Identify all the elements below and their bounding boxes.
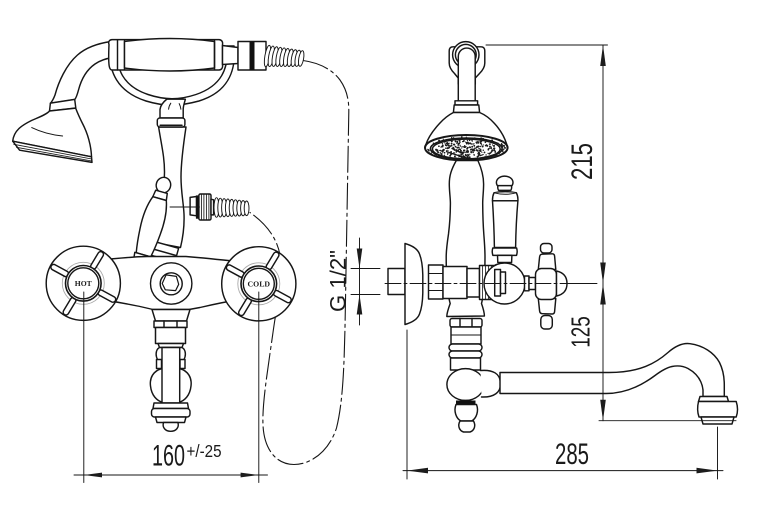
svg-text:HOT: HOT	[75, 279, 92, 288]
svg-text:125: 125	[568, 316, 596, 348]
svg-text:COLD: COLD	[248, 280, 271, 289]
svg-text:160: 160	[152, 440, 185, 473]
svg-text:285: 285	[555, 438, 589, 471]
svg-text:215: 215	[566, 143, 599, 180]
svg-text:+/-25: +/-25	[187, 441, 222, 461]
svg-text:G 1/2": G 1/2"	[326, 250, 351, 312]
